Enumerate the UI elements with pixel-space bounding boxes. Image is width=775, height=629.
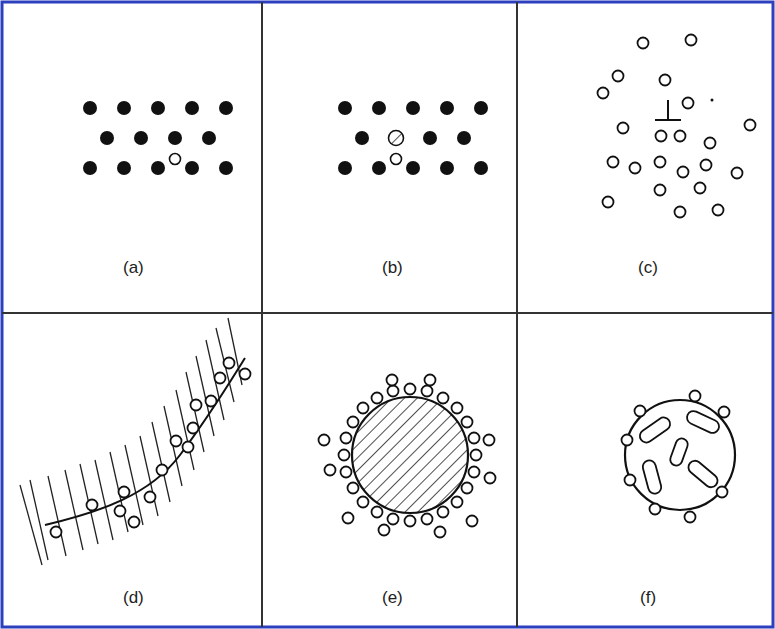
cluster-shapes: [637, 409, 721, 495]
lattice-atoms: [83, 101, 233, 175]
solute-atom: [170, 154, 181, 165]
solute-atom: [391, 154, 402, 165]
solute-atoms: [622, 391, 730, 523]
substitutional-atom: [389, 131, 404, 146]
panel-label: (d): [123, 588, 144, 608]
panel-label: (c): [638, 258, 658, 278]
hatch-lines: [20, 318, 242, 565]
precipitate: [625, 400, 735, 510]
dot: [711, 99, 714, 102]
precipitate: [352, 397, 468, 513]
solute-atoms: [598, 35, 756, 218]
panel-label: (a): [123, 258, 144, 278]
panel-label: (f): [640, 588, 656, 608]
grain-boundary: [45, 358, 245, 525]
lattice-atoms: [338, 101, 488, 175]
solute-atoms: [319, 375, 496, 538]
panel-divider: [261, 2, 263, 627]
solute-atoms: [51, 358, 251, 538]
panel-divider: [2, 312, 773, 314]
panel-divider: [516, 2, 518, 627]
panel-label: (b): [382, 258, 403, 278]
panel-label: (e): [382, 588, 403, 608]
dislocation-symbol: [655, 100, 681, 120]
